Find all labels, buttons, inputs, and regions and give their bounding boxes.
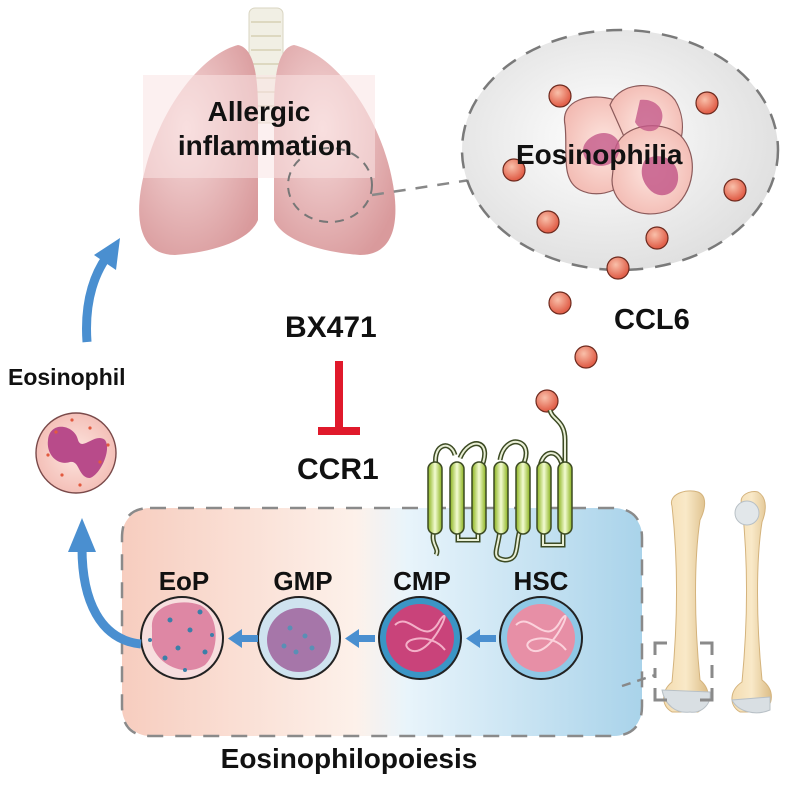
label-ccl6: CCL6 [614, 304, 690, 336]
cell-eop [140, 596, 224, 680]
lineage-arrows [228, 629, 496, 648]
label-ccr1: CCR1 [297, 453, 379, 486]
label-allergic: Allergic [207, 96, 311, 127]
label-gmp: GMP [273, 566, 333, 596]
bone-marrow-zoom-box [653, 641, 714, 702]
arrow-cmp-to-gmp [345, 629, 375, 648]
ccl6-particles-in-bubble [502, 84, 747, 280]
label-hsc: HSC [513, 566, 569, 596]
label-eosinophil: Eosinophil [8, 364, 126, 390]
arrow-eop-to-eosinophil [77, 547, 142, 649]
humerus-illustration [731, 491, 772, 714]
lungs-illustration [139, 7, 396, 255]
label-eosinophilopoiesis: Eosinophilopoiesis [220, 743, 478, 774]
femur-illustration [661, 490, 711, 713]
cell-gmp [257, 596, 341, 680]
inhibition-symbol [318, 361, 360, 435]
connector-lung-to-bubble [371, 178, 471, 197]
cell-hsc [499, 596, 583, 680]
arrow-head-lungs [94, 238, 120, 270]
arrow-head-eop [68, 518, 96, 552]
cell-cmp [378, 596, 462, 680]
ccr1-receptor [427, 409, 573, 563]
circulating-eosinophil [35, 412, 117, 494]
label-inflammation: inflammation [177, 130, 353, 161]
label-bx471: BX471 [285, 311, 377, 344]
eosinophilia-bubble [460, 28, 780, 280]
arrow-hsc-to-cmp [466, 629, 496, 648]
arrow-gmp-to-eop [228, 629, 258, 648]
label-cmp: CMP [393, 566, 451, 596]
connector-bone-to-marrow [621, 673, 656, 688]
label-eosinophilia: Eosinophilia [516, 139, 683, 170]
ccl6-chemokine-particles [535, 291, 598, 413]
label-backdrop [143, 75, 375, 178]
bone-marrow-dashed-border [120, 506, 644, 738]
label-eop: EoP [158, 566, 210, 596]
transmembrane-helices [427, 461, 573, 535]
zoom-region-circle [287, 147, 373, 223]
eosinophil-cluster [563, 85, 693, 215]
